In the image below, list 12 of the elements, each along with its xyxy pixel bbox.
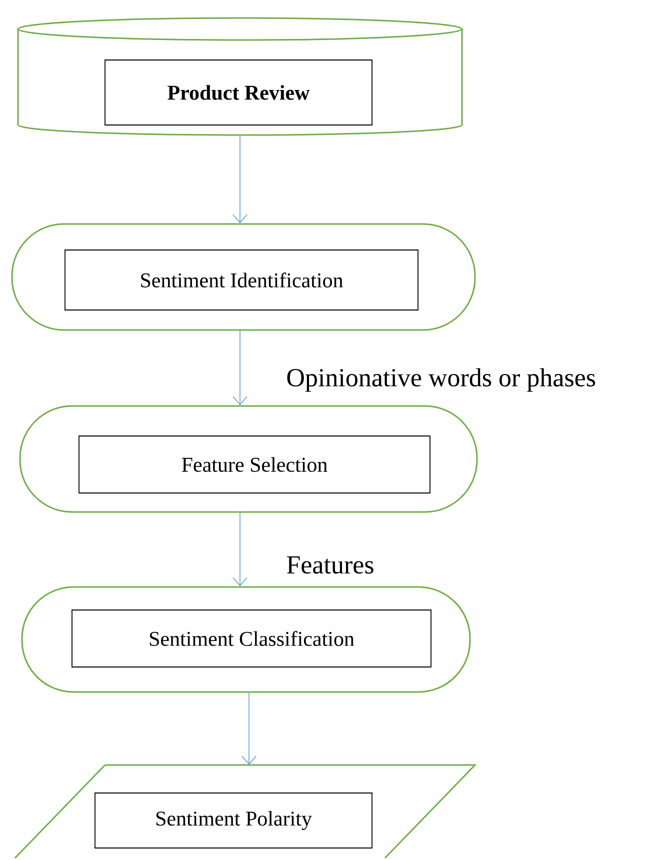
arrow: [232, 330, 248, 406]
arrow: [232, 512, 248, 586]
edge-label: Features: [285, 555, 376, 575]
text-box: Feature Selection: [78, 436, 430, 494]
text-box: Sentiment Identification: [64, 250, 418, 310]
text-box: Product Review: [104, 60, 372, 126]
text-box: Sentiment Classification: [72, 610, 432, 668]
arrow: [232, 134, 248, 224]
edge-label: Opinionative words or phases: [285, 367, 597, 393]
output-parallelogram: [14, 764, 477, 859]
arrow: [242, 692, 256, 765]
text-box: Sentiment Polarity: [94, 792, 372, 848]
